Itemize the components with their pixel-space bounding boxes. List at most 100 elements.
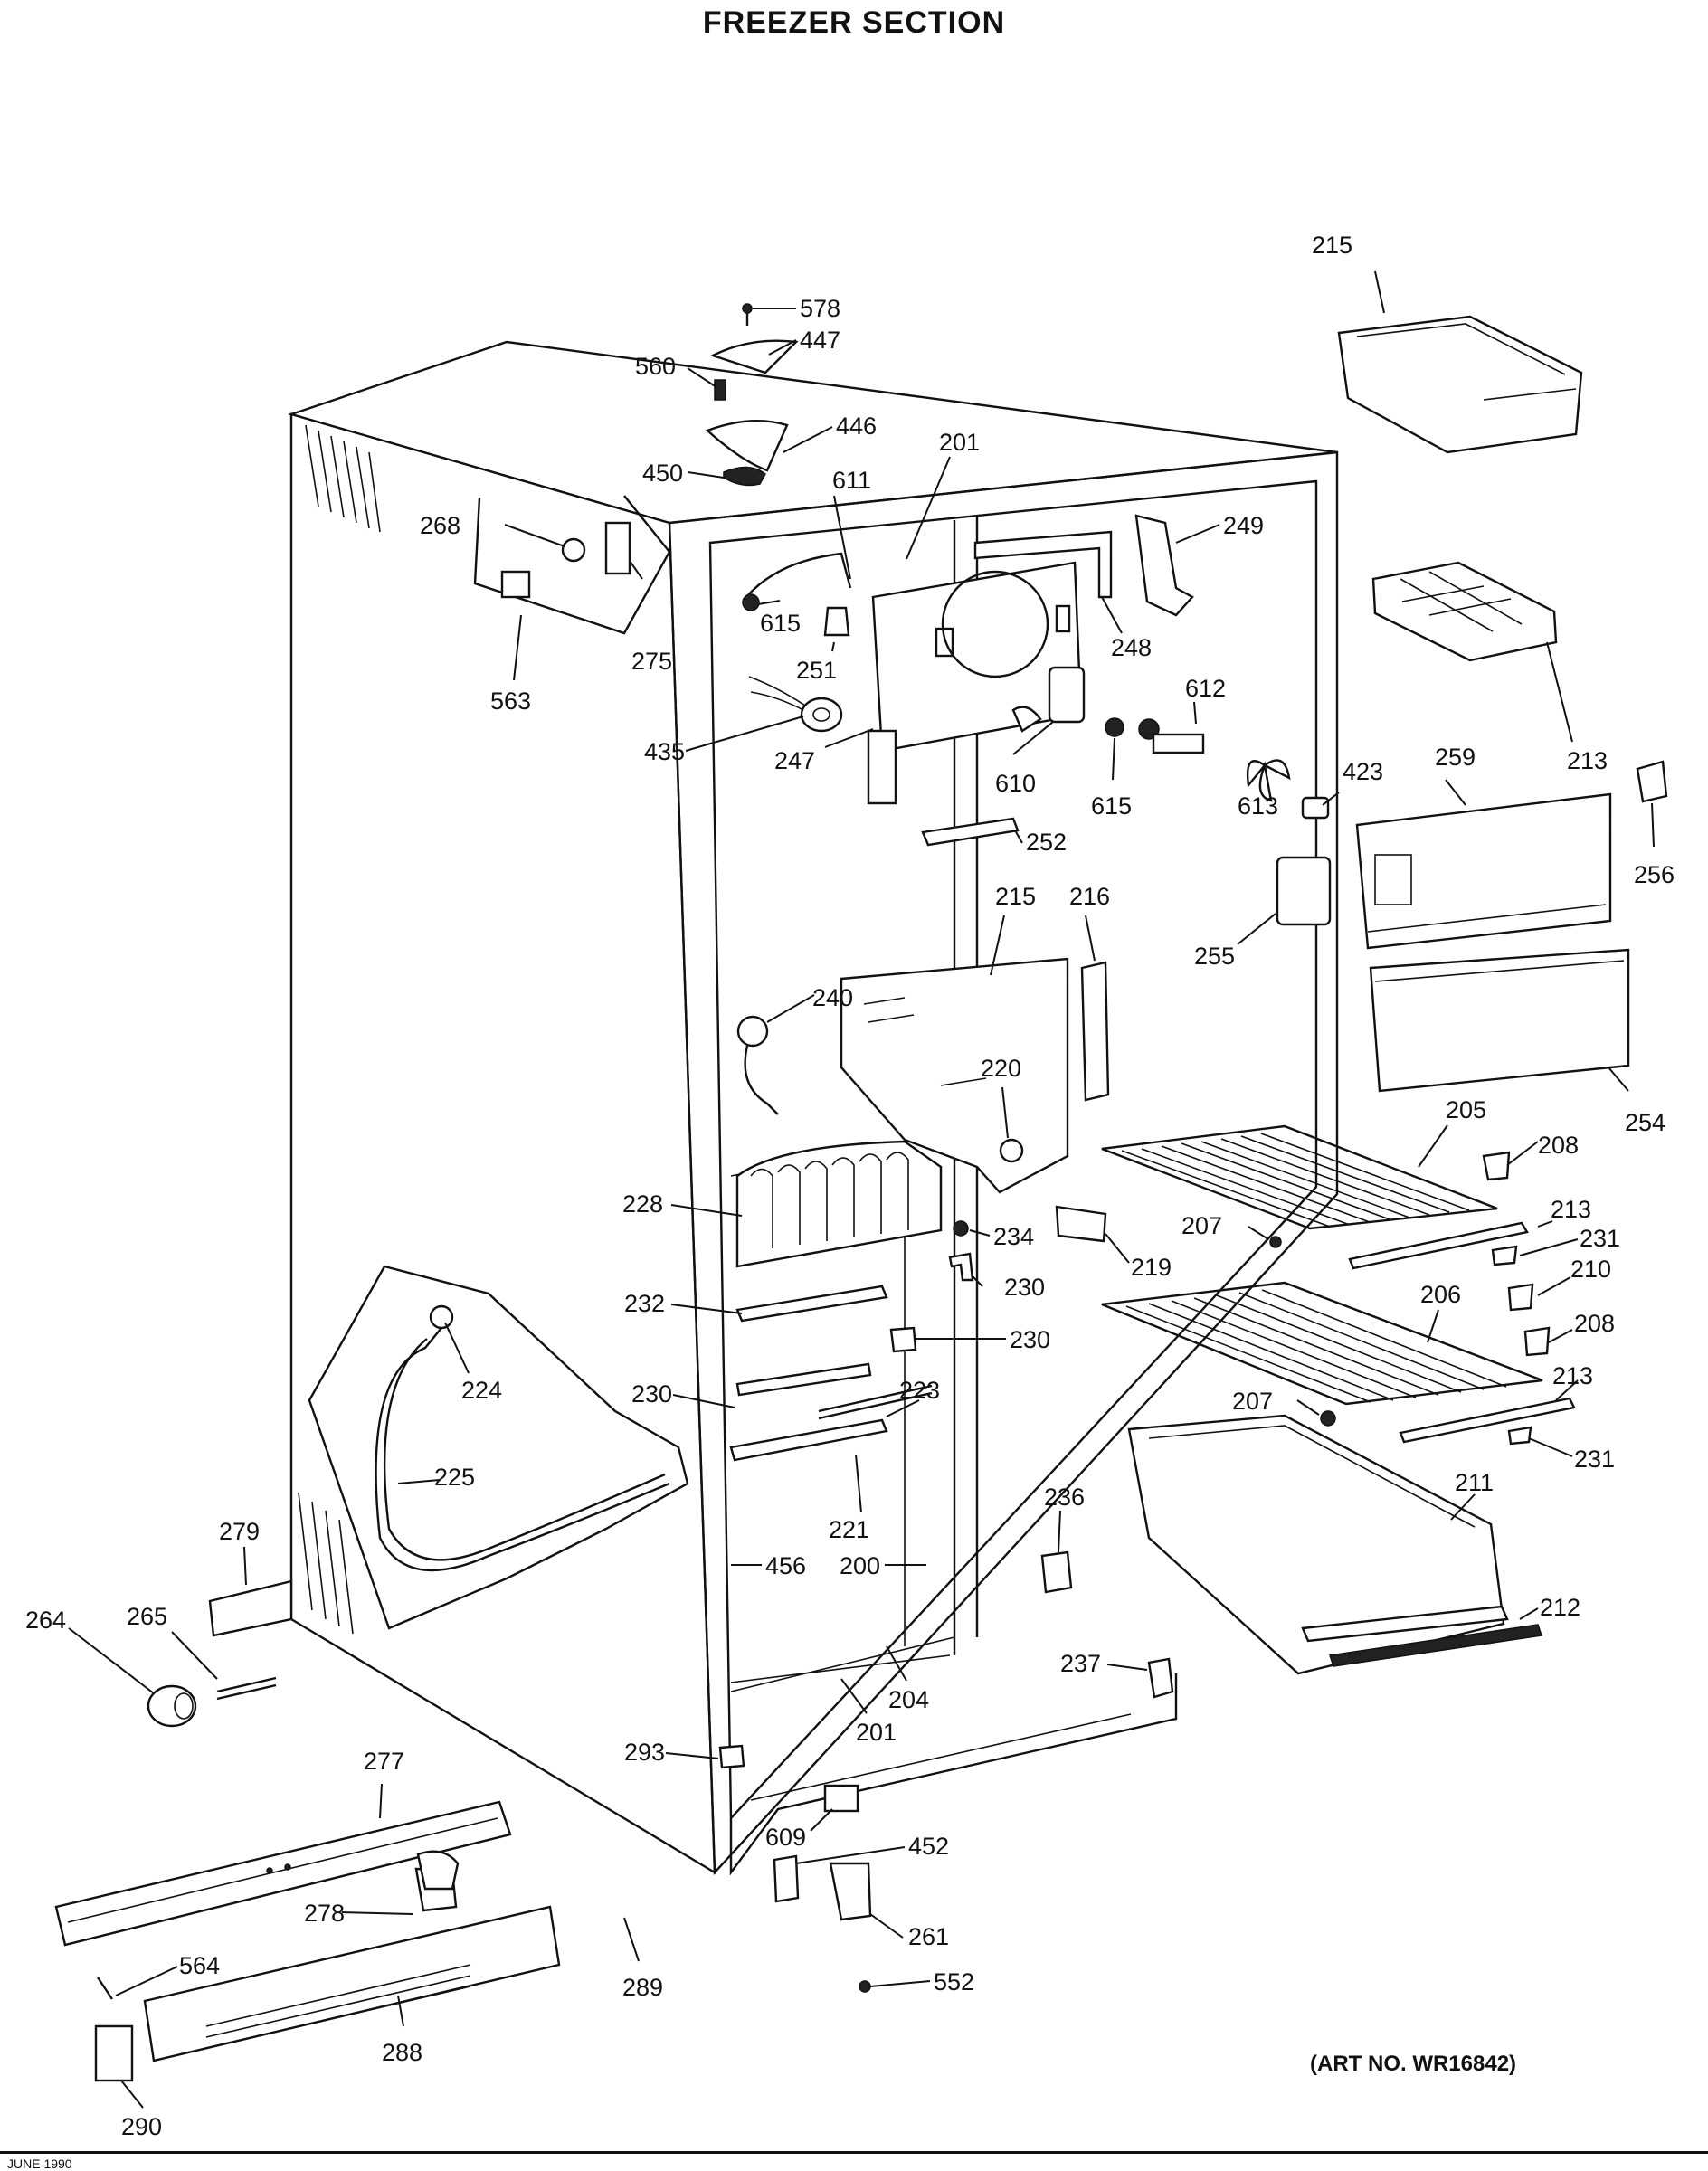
drain-part	[1055, 1205, 1107, 1243]
callout-563: 563	[490, 687, 531, 715]
callout-231a: 231	[1580, 1225, 1620, 1252]
callout-288: 288	[382, 2039, 422, 2066]
callout-230c: 230	[631, 1380, 672, 1408]
callout-289: 289	[622, 1974, 663, 2001]
callout-234: 234	[993, 1223, 1034, 1250]
freezer-basket	[1127, 1414, 1542, 1675]
ice-bucket	[1337, 315, 1583, 454]
callout-216: 216	[1069, 883, 1110, 910]
fan-cover-assembly	[742, 514, 1330, 847]
callout-220: 220	[981, 1055, 1021, 1082]
callout-207b: 207	[1232, 1388, 1273, 1415]
callout-219: 219	[1131, 1254, 1172, 1281]
hinge-bits	[1040, 1550, 1174, 1699]
cabinet-outline	[287, 340, 1339, 1876]
callout-labels: 578 447 560 446 450 201 611 268 249 615 …	[25, 232, 1675, 2140]
callout-212: 212	[1540, 1594, 1580, 1621]
callout-249: 249	[1223, 512, 1264, 539]
callout-223: 223	[899, 1377, 940, 1404]
callout-208a: 208	[1538, 1132, 1579, 1159]
base-rail	[54, 1800, 512, 1947]
footer-code: JUNE 1990	[7, 2157, 72, 2171]
bottom-rule	[0, 2151, 1708, 2154]
callout-247: 247	[774, 747, 815, 774]
callout-450: 450	[642, 460, 683, 487]
callout-435: 435	[644, 738, 685, 765]
base-grille	[94, 1850, 561, 2082]
callout-255: 255	[1194, 943, 1235, 970]
callout-278: 278	[304, 1900, 345, 1927]
control-housing	[473, 495, 671, 635]
callout-210: 210	[1570, 1256, 1611, 1283]
roller-assembly	[147, 1579, 293, 1728]
art-number: (ART NO. WR16842)	[1310, 2052, 1517, 2076]
callout-237: 237	[1060, 1650, 1101, 1677]
callout-423: 423	[1343, 758, 1383, 785]
callout-293: 293	[624, 1739, 665, 1766]
callout-578: 578	[800, 295, 840, 322]
callout-232: 232	[624, 1290, 665, 1317]
callout-552: 552	[934, 1968, 974, 1996]
callout-259: 259	[1435, 744, 1476, 771]
callout-201b: 201	[856, 1719, 897, 1746]
evaporator-cover-panel	[840, 957, 1110, 1194]
callout-268: 268	[420, 512, 460, 539]
door-rack	[1276, 760, 1668, 1093]
callout-265: 265	[127, 1603, 167, 1630]
callout-248: 248	[1111, 634, 1152, 661]
callout-615b: 615	[1091, 792, 1132, 820]
callout-230a: 230	[1004, 1274, 1045, 1301]
callout-206: 206	[1420, 1281, 1461, 1308]
callout-208b: 208	[1574, 1310, 1615, 1337]
callout-221: 221	[829, 1516, 869, 1543]
callout-290: 290	[121, 2113, 162, 2140]
callout-452: 452	[908, 1833, 949, 1860]
callout-225: 225	[434, 1464, 475, 1491]
callout-560: 560	[635, 353, 676, 380]
callout-200: 200	[840, 1552, 880, 1579]
callout-213b: 213	[1551, 1196, 1591, 1223]
callout-213c: 213	[1552, 1362, 1593, 1389]
callout-204: 204	[888, 1686, 929, 1713]
callout-230b: 230	[1010, 1326, 1050, 1353]
ice-tray	[1371, 561, 1558, 662]
callout-261: 261	[908, 1923, 949, 1950]
callout-279: 279	[219, 1518, 260, 1545]
shelf-supports	[1482, 1151, 1551, 1446]
leader-lines	[68, 270, 1655, 2109]
top-hinge-assembly	[705, 303, 799, 487]
callout-215a: 215	[1312, 232, 1352, 259]
callout-275: 275	[631, 648, 672, 675]
callout-224: 224	[461, 1377, 502, 1404]
callout-447: 447	[800, 327, 840, 354]
page-title: FREEZER SECTION	[702, 5, 1006, 40]
callout-613: 613	[1238, 792, 1278, 820]
callout-215b: 215	[995, 883, 1036, 910]
callout-564: 564	[179, 1952, 220, 1979]
drain-tube-group	[308, 1265, 689, 1630]
callout-264: 264	[25, 1607, 66, 1634]
callout-236: 236	[1044, 1484, 1085, 1511]
callout-205: 205	[1446, 1096, 1486, 1123]
callout-277: 277	[364, 1748, 404, 1775]
callout-240: 240	[812, 984, 853, 1011]
callout-446: 446	[836, 412, 877, 440]
callout-456: 456	[765, 1552, 806, 1579]
wire-shelf-lower	[1101, 1236, 1576, 1444]
wire-shelf-upper	[1101, 1124, 1529, 1270]
callout-213a: 213	[1567, 747, 1608, 774]
callout-228: 228	[622, 1190, 663, 1218]
callout-231b: 231	[1574, 1446, 1615, 1473]
callout-611: 611	[832, 467, 871, 494]
callout-201a: 201	[939, 429, 980, 456]
callout-207a: 207	[1181, 1212, 1222, 1239]
callout-610: 610	[995, 770, 1036, 797]
thermostat-part	[736, 1015, 779, 1115]
callout-612: 612	[1185, 675, 1226, 702]
callout-251: 251	[796, 657, 837, 684]
callout-211: 211	[1455, 1469, 1494, 1496]
callout-254: 254	[1625, 1109, 1665, 1136]
callout-252: 252	[1026, 829, 1067, 856]
callout-615a: 615	[760, 610, 801, 637]
